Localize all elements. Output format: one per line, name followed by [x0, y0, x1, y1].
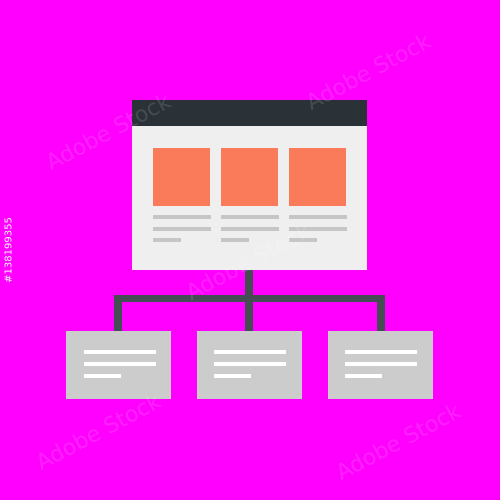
content-column-3	[289, 148, 347, 242]
stock-id-label: #138199355	[3, 217, 15, 283]
text-line	[214, 374, 251, 378]
child-page-left	[66, 331, 171, 399]
parent-page-window	[132, 100, 367, 270]
content-column-1	[153, 148, 211, 242]
child-page-right	[328, 331, 433, 399]
thumbnail-3	[289, 148, 346, 206]
text-line	[153, 227, 211, 231]
text-line	[153, 215, 211, 219]
text-line	[84, 374, 121, 378]
thumbnail-2	[221, 148, 278, 206]
text-line	[214, 350, 286, 354]
text-line	[84, 362, 156, 366]
text-line	[345, 374, 382, 378]
connector-left	[114, 295, 122, 331]
text-line	[289, 215, 347, 219]
content-column-2	[221, 148, 279, 242]
text-line	[345, 350, 417, 354]
text-line	[289, 227, 347, 231]
text-line	[289, 238, 317, 242]
text-line	[221, 227, 279, 231]
text-line	[153, 238, 181, 242]
window-titlebar	[132, 100, 367, 126]
text-line	[345, 362, 417, 366]
child-page-center	[197, 331, 302, 399]
connector-right	[377, 295, 385, 331]
connector-center	[245, 295, 253, 331]
text-line	[221, 238, 249, 242]
text-line	[214, 362, 286, 366]
text-line	[84, 350, 156, 354]
text-line	[221, 215, 279, 219]
thumbnail-1	[153, 148, 210, 206]
connector-lines	[114, 269, 385, 331]
connector-trunk	[245, 269, 253, 299]
